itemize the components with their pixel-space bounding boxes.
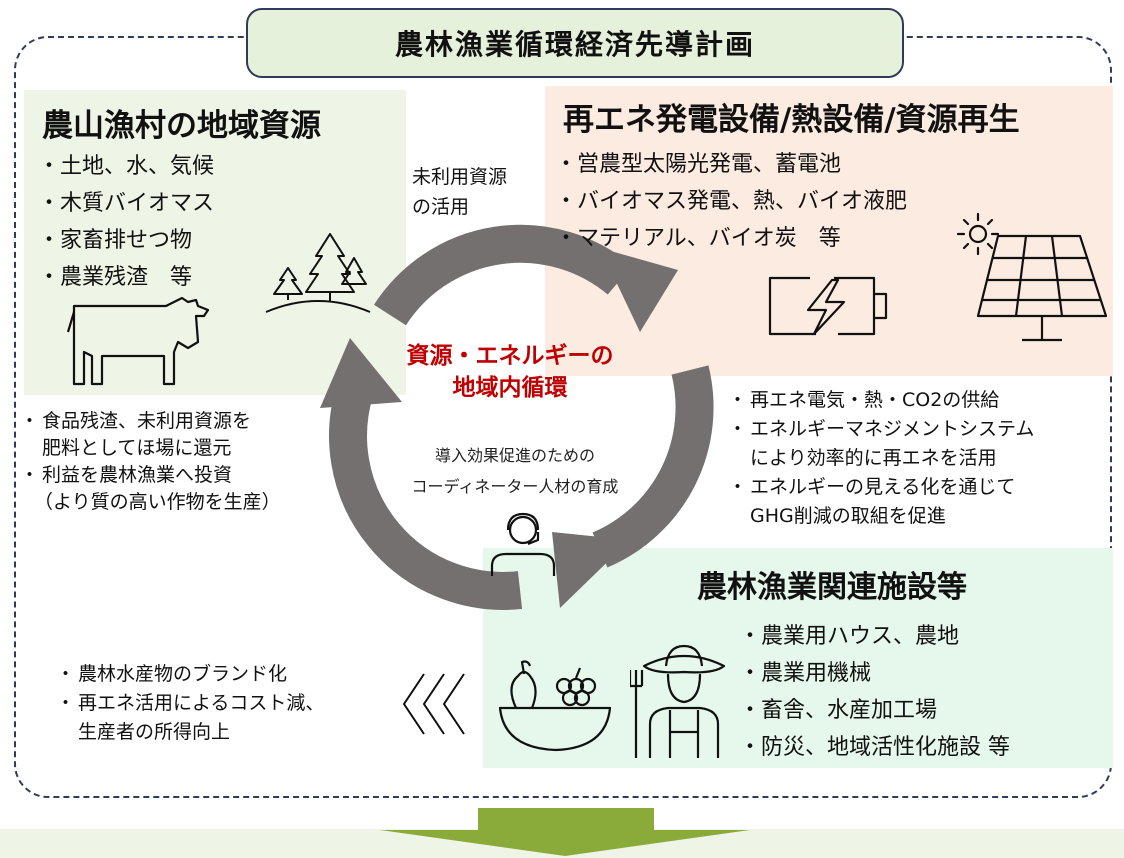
list-item: 農林水産物のブランド化	[56, 660, 324, 689]
fruit-bowl-icon	[498, 660, 612, 752]
list-item: 防災、地域活性化施設 等	[739, 729, 1010, 766]
energy-heading: 再エネ発電設備/熱設備/資源再生	[563, 102, 1020, 138]
list-item: エネルギーマネジメントシステム	[728, 415, 1034, 444]
list-item: 木質バイオマス	[38, 185, 214, 222]
list-item: 再エネ電気・熱・CO2の供給	[728, 386, 1034, 415]
list-item: 農業残渣 等	[38, 259, 214, 296]
list-item: 営農型太陽光発電、蓄電池	[555, 146, 907, 183]
farmer-icon	[630, 644, 726, 758]
list-item: 利益を農林漁業へ投資	[20, 462, 281, 489]
left-middle-list: 食品残渣、未利用資源を 肥料としてほ場に還元 利益を農林漁業へ投資 （より質の高…	[20, 408, 281, 516]
facilities-heading: 農林漁業関連施設等	[697, 570, 967, 605]
coordinator-label: 導入効果促進のための コーディネーター人材の育成	[411, 446, 619, 496]
list-item: 食品残渣、未利用資源を	[20, 408, 281, 435]
list-item: 農業用機械	[739, 655, 1010, 692]
list-item: 再エネ活用によるコスト減、	[56, 689, 324, 718]
cow-icon	[66, 296, 210, 386]
down-arrow-icon	[380, 808, 750, 856]
local-resources-heading: 農山漁村の地域資源	[42, 108, 321, 144]
list-item: 生産者の所得向上	[78, 721, 231, 743]
list-item: 農業用ハウス、農地	[739, 618, 1010, 655]
cycle-arrows	[320, 224, 714, 610]
list-item: 肥料としてほ場に還元	[42, 437, 232, 459]
center-label: 資源・エネルギーの 地域内循環	[406, 343, 614, 401]
facilities-list: 農業用ハウス、農地 農業用機械 畜舎、水産加工場 防災、地域活性化施設 等	[739, 618, 1010, 766]
bottom-left-list: 農林水産物のブランド化 再エネ活用によるコスト減、 生産者の所得向上	[56, 660, 324, 747]
local-resources-list: 土地、水、気候 木質バイオマス 家畜排せつ物 農業残渣 等	[38, 148, 214, 296]
list-item: マテリアル、バイオ炭 等	[555, 220, 907, 257]
page-title: 農林漁業循環経済先導計画	[246, 8, 904, 78]
list-item: 畜舎、水産加工場	[739, 692, 1010, 729]
battery-icon	[768, 276, 888, 336]
solar-panel-icon	[976, 234, 1108, 342]
unused-resources-label: 未利用資源 の活用	[412, 166, 508, 218]
trees-icon	[265, 233, 371, 313]
right-middle-list: 再エネ電気・熱・CO2の供給 エネルギーマネジメントシステム により効率的に再エ…	[728, 386, 1034, 531]
list-item: （より質の高い作物を生産）	[34, 491, 281, 513]
list-item: GHG削減の取組を促進	[750, 505, 946, 527]
list-item: バイオマス発電、熱、バイオ液肥	[555, 183, 907, 220]
list-item: 家畜排せつ物	[38, 222, 214, 259]
coordinator-icon	[490, 512, 556, 576]
list-item: エネルギーの見える化を通じて	[728, 473, 1034, 502]
chevrons-left-icon	[402, 673, 465, 735]
list-item: により効率的に再エネを活用	[750, 447, 997, 469]
energy-list: 営農型太陽光発電、蓄電池 バイオマス発電、熱、バイオ液肥 マテリアル、バイオ炭 …	[555, 146, 907, 257]
list-item: 土地、水、気候	[38, 148, 214, 185]
sun-icon	[956, 212, 1000, 256]
